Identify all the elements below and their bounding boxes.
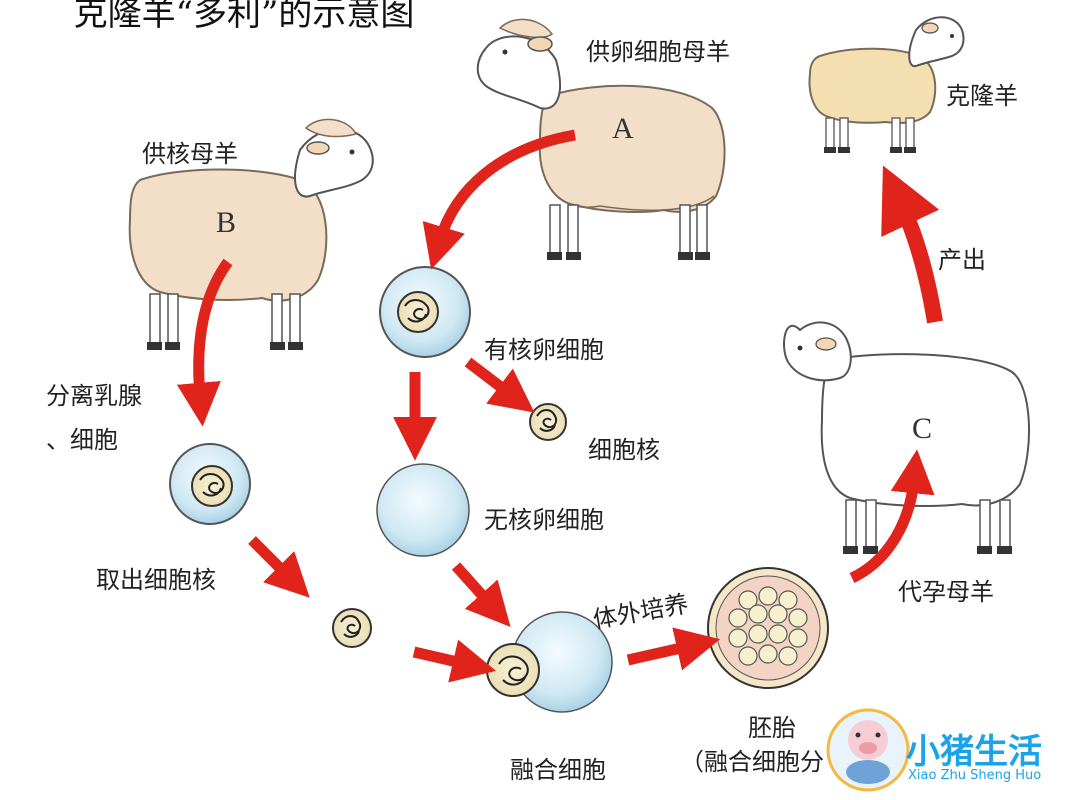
letter-a: A <box>612 112 634 145</box>
label-extract-nucleus: 取出细胞核 <box>96 566 216 594</box>
arrows <box>176 129 943 683</box>
diagram-title: 克隆羊“多利”的示意图 <box>73 0 415 34</box>
arrow-fused-to-embryo <box>626 627 721 671</box>
embryo <box>707 567 829 689</box>
label-embryo-note: （融合细胞分 <box>680 748 824 776</box>
sheep-b <box>128 118 374 350</box>
sheep-clone <box>808 16 965 153</box>
label-fused-cell: 融合细胞 <box>510 756 606 784</box>
logo-name: 小猪生活 <box>906 732 1042 772</box>
extracted-nucleus <box>332 608 372 648</box>
nucleated-egg-cell <box>379 266 471 358</box>
sheep-a <box>476 18 726 260</box>
arrow-egg-to-nucleus <box>464 357 535 413</box>
free-nucleus <box>529 403 567 441</box>
arrow-enucleated-to-fused <box>451 562 511 627</box>
letter-b: B <box>216 206 237 239</box>
arrow-c-to-clone <box>881 165 943 324</box>
label-embryo: 胚胎 <box>748 714 796 742</box>
label-enucleated-egg: 无核卵细胞 <box>484 506 604 534</box>
label-produce: 产出 <box>938 246 986 274</box>
enucleated-egg-cell <box>376 463 470 557</box>
logo-badge <box>826 708 910 792</box>
arrow-cell-to-extract <box>248 536 310 598</box>
arrow-a-to-egg <box>422 129 576 270</box>
label-nucleated-egg: 有核卵细胞 <box>484 336 604 364</box>
label-surrogate: 代孕母羊 <box>898 578 994 606</box>
arrow-embryo-to-c <box>849 449 935 583</box>
mammary-cell <box>169 443 251 525</box>
arrow-b-to-cell <box>176 258 233 427</box>
label-nucleus: 细胞核 <box>588 436 660 464</box>
fused-cell <box>486 611 613 713</box>
letter-c: C <box>912 412 933 445</box>
sheep-c <box>783 321 1031 554</box>
arrow-nucleus-to-fused <box>412 639 497 683</box>
label-clone-sheep: 克隆羊 <box>946 82 1018 110</box>
label-separate: 分离乳腺 <box>46 382 142 410</box>
label-separate-cells: 、细胞 <box>46 426 118 454</box>
logo-pinyin: Xiao Zhu Sheng Huo <box>908 768 1042 783</box>
label-egg-donor: 供卵细胞母羊 <box>586 38 730 66</box>
label-nucleus-donor: 供核母羊 <box>142 140 238 168</box>
